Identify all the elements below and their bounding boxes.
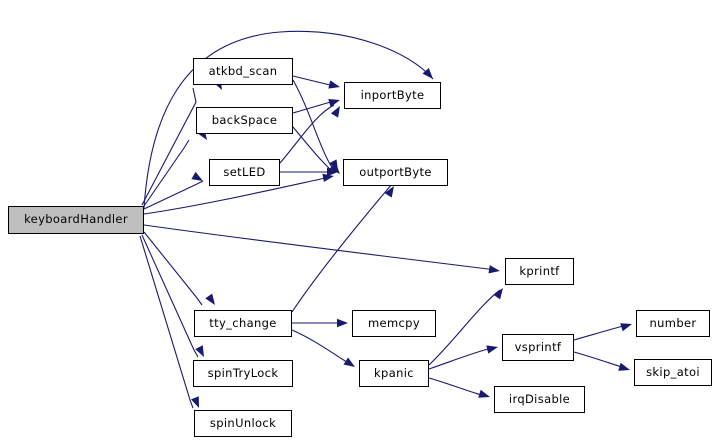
- arrowhead-to-inportByte: [328, 80, 340, 89]
- edge-keyboardHandler-to-outportByte: [143, 176, 331, 215]
- node-label-outportByte: outportByte: [359, 164, 432, 179]
- node-kpanic[interactable]: kpanic: [359, 360, 429, 387]
- edge-atkbd_scan-to-outportByte: [292, 79, 334, 170]
- arrowhead-to-outportByte: [322, 173, 334, 183]
- node-label-skip_atoi: skip_atoi: [646, 364, 700, 379]
- node-label-number: number: [649, 315, 697, 330]
- arrowhead-to-inportByte: [328, 98, 340, 108]
- arrowhead-to-kpanic: [343, 357, 355, 367]
- arrowhead-to-spinUnlock: [190, 396, 199, 408]
- arrowhead-to-inportByte: [330, 106, 340, 118]
- node-label-keyboardHandler: keyboardHandler: [24, 212, 128, 227]
- node-irqDisable[interactable]: irqDisable: [494, 386, 585, 413]
- node-label-irqDisable: irqDisable: [508, 391, 571, 406]
- node-backSpace[interactable]: backSpace: [196, 107, 293, 134]
- node-label-vsprintf: vsprintf: [514, 339, 562, 354]
- edge-kpanic-to-kprintf: [428, 289, 501, 366]
- arrowhead-to-kprintf: [488, 265, 500, 274]
- arrowhead-to-skip_atoi: [618, 362, 630, 371]
- node-number[interactable]: number: [636, 310, 710, 337]
- arrowhead-to-vsprintf: [486, 345, 498, 354]
- arrowhead-to-spinTryLock: [195, 345, 204, 357]
- edge-vsprintf-to-number: [573, 324, 628, 341]
- edge-keyboardHandler-to-kprintf: [143, 224, 497, 271]
- node-setLED[interactable]: setLED: [209, 159, 280, 186]
- arrowhead-to-kprintf: [493, 288, 503, 300]
- edge-atkbd_scan-to-inportByte: [292, 75, 335, 87]
- edge-keyboardHandler-to-spinTryLock: [141, 234, 199, 358]
- arrowhead-to-outportByte: [329, 163, 340, 174]
- edge-keyboardHandler-to-atkbd_scan: [141, 87, 197, 206]
- arrowhead-to-tty_change: [205, 293, 215, 305]
- node-label-inportByte: inportByte: [360, 87, 425, 102]
- node-label-spinUnlock: spinUnlock: [209, 415, 277, 430]
- node-label-kprintf: kprintf: [519, 263, 560, 278]
- edge-tty_change-to-outportByte: [291, 183, 393, 313]
- node-label-atkbd_scan: atkbd_scan: [208, 63, 278, 78]
- node-label-setLED: setLED: [223, 164, 266, 179]
- edge-kpanic-to-vsprintf: [428, 347, 493, 370]
- edge-backSpace-to-outportByte: [292, 126, 334, 173]
- edge-backSpace-to-inportByte: [292, 100, 335, 114]
- edge-keyboardHandler-to-setLED: [143, 180, 204, 210]
- node-spinTryLock[interactable]: spinTryLock: [193, 360, 293, 387]
- node-atkbd_scan[interactable]: atkbd_scan: [193, 58, 293, 85]
- edge-kpanic-to-irqDisable: [428, 377, 486, 397]
- arrowhead-to-outportByte: [327, 167, 338, 177]
- edge-setLED-to-inportByte: [279, 104, 335, 164]
- node-outportByte[interactable]: outportByte: [343, 159, 448, 186]
- node-label-memcpy: memcpy: [367, 315, 420, 330]
- node-vsprintf[interactable]: vsprintf: [502, 334, 574, 361]
- arrowhead-to-outportByte: [384, 186, 394, 198]
- edge-keyboardHandler-to-spinUnlock: [139, 235, 194, 409]
- node-memcpy[interactable]: memcpy: [352, 310, 436, 337]
- edge-vsprintf-to-skip_atoi: [573, 351, 626, 369]
- node-label-kpanic: kpanic: [374, 365, 414, 380]
- node-skip_atoi[interactable]: skip_atoi: [634, 359, 712, 386]
- node-label-backSpace: backSpace: [211, 112, 278, 127]
- edge-keyboardHandler-to-backSpace: [143, 139, 190, 207]
- arrowhead-to-number: [620, 323, 632, 332]
- arrowhead-to-setLED: [191, 171, 203, 181]
- node-inportByte[interactable]: inportByte: [344, 82, 441, 109]
- node-spinUnlock[interactable]: spinUnlock: [194, 410, 292, 437]
- edge-keyboardHandler-to-inportByte: [143, 30, 434, 209]
- node-kprintf[interactable]: kprintf: [505, 258, 574, 285]
- edge-keyboardHandler-to-tty_change: [143, 231, 203, 306]
- arrowhead-to-irqDisable: [478, 389, 490, 398]
- node-keyboardHandler[interactable]: keyboardHandler: [8, 206, 144, 234]
- arrowhead-to-memcpy: [337, 318, 348, 328]
- node-tty_change[interactable]: tty_change: [194, 310, 292, 337]
- node-label-spinTryLock: spinTryLock: [207, 365, 279, 380]
- arrowhead-to-inportByte: [422, 68, 433, 79]
- edge-tty_change-to-kpanic: [291, 329, 351, 365]
- node-label-tty_change: tty_change: [209, 315, 277, 330]
